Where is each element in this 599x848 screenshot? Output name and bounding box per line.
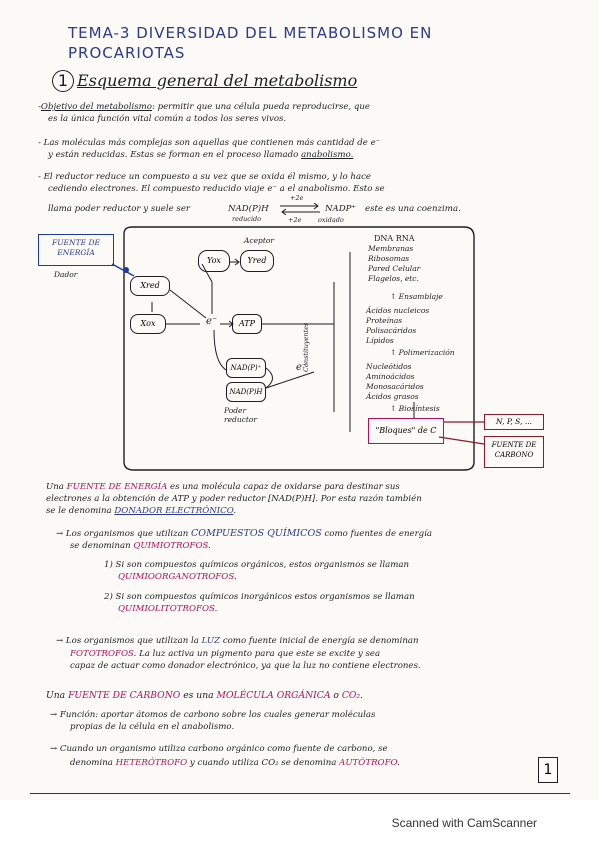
nadph-node: NAD(P)H <box>226 382 266 402</box>
dna-rna-label: DNA RNA <box>374 234 415 243</box>
list-item: Monosacáridos <box>366 382 424 391</box>
nps-box: N, P, S, ... <box>484 414 544 430</box>
hetero-line2: denomina HETERÓTROFO y cuando utiliza CO… <box>70 758 400 768</box>
objetivo-line2: es la única función vital común a todos … <box>48 114 287 124</box>
organo-line1: 1) Si son compuestos químicos orgánicos,… <box>104 560 410 570</box>
list-item: Proteínas <box>366 316 403 325</box>
arrow-bottom-label: +2e <box>288 216 302 224</box>
list-item: Membranas <box>368 244 414 253</box>
list-item: Flagelos, etc. <box>368 274 419 283</box>
bloques-carbono-box: "Bloques" de C <box>368 418 444 444</box>
reducido-label: reducido <box>232 215 262 223</box>
moleculas-line1: - Las moléculas más complejas son aquell… <box>38 138 381 148</box>
polimerizacion-label: ↑ Polimerización <box>390 348 455 357</box>
funcion-line2: propias de la célula en el anabolismo. <box>70 722 235 732</box>
section-label: Esquema general del metabolismo <box>77 71 358 90</box>
list-item: Aminoácidos <box>366 372 415 381</box>
fuente-carbono-box: FUENTE DE CARBONO <box>484 436 544 468</box>
electron-2: e⁻ <box>296 362 308 373</box>
yox-node: Yox <box>198 250 230 272</box>
electron-1: e⁻ <box>206 316 218 327</box>
redox-arrows <box>280 203 320 215</box>
list-item: Polisacáridos <box>366 326 417 335</box>
xred-node: Xred <box>130 276 170 296</box>
ensamblaje-label: ↑ Ensamblaje <box>390 292 443 301</box>
arrow-top-label: +2e <box>290 194 304 202</box>
luz-line2: FOTOTROFOS. La luz activa un pigmento pa… <box>70 649 381 659</box>
page-number: 1 <box>538 757 558 783</box>
lito-line1: 2) Si son compuestos químicos inorgánico… <box>104 592 415 602</box>
list-item: Ácidos grasos <box>366 392 419 401</box>
yred-node: Yred <box>240 250 274 272</box>
quimio-line2: se denominan QUIMIOTROFOS. <box>70 541 211 551</box>
xox-node: Xox <box>130 314 166 334</box>
list-item: Ribosomas <box>368 254 410 263</box>
vertical-label: Constituyentes <box>302 322 310 372</box>
lito-line2: QUIMIOLITOTROFOS. <box>118 604 218 614</box>
energy-line2: electrones a la obtención de ATP y poder… <box>46 494 422 504</box>
reductor-line3: llama poder reductor y suele ser <box>48 204 191 214</box>
fuente-energia-box: FUENTE DE ENERGÍA <box>38 234 114 266</box>
reductor-line3b: este es una coenzima. <box>365 204 461 214</box>
scanner-watermark: Scanned with CamScanner <box>391 816 537 830</box>
page-title-line2: PROCARIOTAS <box>68 44 186 62</box>
list-item: Lípidos <box>366 336 394 345</box>
nadp-label: NADP⁺ <box>325 204 356 214</box>
atp-node: ATP <box>232 314 262 334</box>
funcion-line1: → Función: aportar átomos de carbono sob… <box>50 710 376 720</box>
notebook-page: TEMA-3 DIVERSIDAD DEL METABOLISMO EN PRO… <box>30 24 570 794</box>
nadp-plus-node: NAD(P)⁺ <box>226 358 266 378</box>
luz-line3: capaz de actuar como donador electrónico… <box>70 661 421 671</box>
oxidado-label: oxidado <box>318 216 344 224</box>
macromolecule-list: Membranas Ribosomas Pared Celular Flagel… <box>368 244 420 284</box>
section-number: 1 <box>52 70 74 92</box>
biosintesis-label: ↑ Biosíntesis <box>390 404 440 413</box>
dador-label: Dador <box>54 270 78 279</box>
moleculas-line2: y están reducidas. Estas se forman en el… <box>48 150 354 160</box>
bottom-rule <box>30 793 570 794</box>
metabolism-diagram: FUENTE DE ENERGÍA Dador Xred Xox Yox Yre… <box>34 222 544 472</box>
nadph-label: NAD(P)H <box>228 204 269 214</box>
list-item: Ácidos nucleicos <box>366 306 430 315</box>
energy-line3: se le denomina DONADOR ELECTRÓNICO. <box>46 506 237 516</box>
carbon-line1: Una FUENTE DE CARBONO es una MOLÉCULA OR… <box>46 690 364 701</box>
hetero-line1: → Cuando un organismo utiliza carbono or… <box>50 744 388 754</box>
reductor-line1: - El reductor reduce un compuesto a su v… <box>38 172 371 182</box>
energy-line1: Una FUENTE DE ENERGÍA es una molécula ca… <box>46 482 400 492</box>
polymer-list: Ácidos nucleicos Proteínas Polisacáridos… <box>366 306 429 346</box>
list-item: Nucleótidos <box>366 362 412 371</box>
monomer-list: Nucleótidos Aminoácidos Monosacáridos Ác… <box>366 362 424 402</box>
aceptor-label: Aceptor <box>244 236 274 245</box>
list-item: Pared Celular <box>368 264 421 273</box>
diagram-lines <box>111 226 485 471</box>
organo-line2: QUIMIOORGANOTROFOS. <box>118 572 237 582</box>
objetivo-line1: -Objetivo del metabolismo: permitir que … <box>38 102 371 112</box>
luz-line1: → Los organismos que utilizan la LUZ com… <box>56 636 419 646</box>
reductor-line2: cediendo electrones. El compuesto reduci… <box>48 184 385 194</box>
poder-reductor-label: Poder reductor <box>224 406 257 424</box>
quimio-line1: → Los organismos que utilizan COMPUESTOS… <box>56 528 433 539</box>
page-title: TEMA-3 DIVERSIDAD DEL METABOLISMO EN <box>68 24 433 42</box>
